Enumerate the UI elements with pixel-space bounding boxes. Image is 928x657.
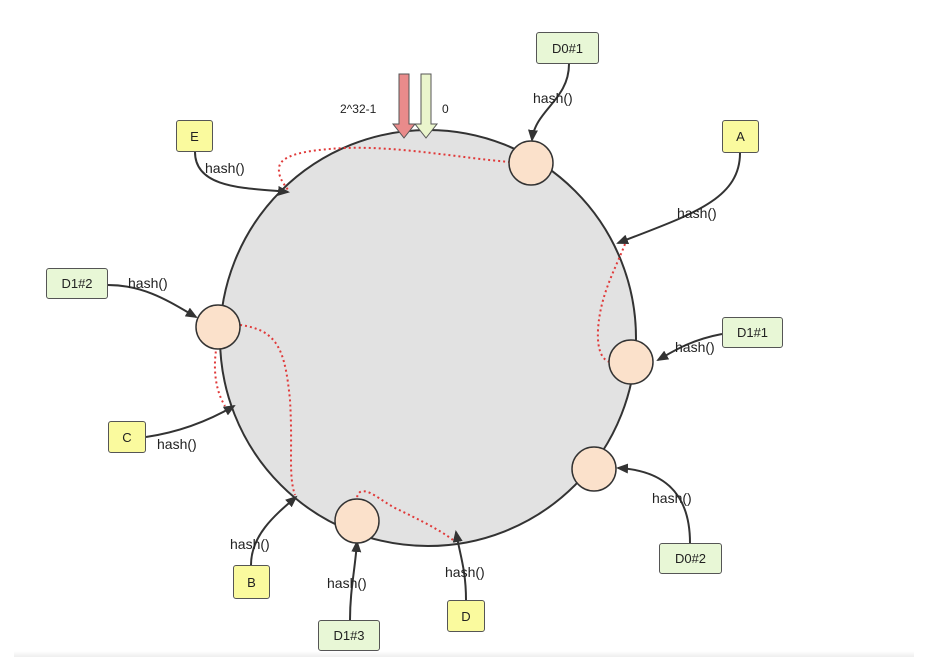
route-a-to-d1-1 <box>596 243 626 363</box>
node-box-d1-3: D1#3 <box>318 620 380 651</box>
ring-point-d1-3 <box>334 498 380 544</box>
zero-marker-arrow <box>413 73 439 139</box>
hash-label-d1-2: hash() <box>128 275 168 291</box>
arrow-a <box>616 152 741 245</box>
node-box-d1-1: D1#1 <box>722 317 783 348</box>
hash-label-d1-1: hash() <box>675 339 715 355</box>
route-d-to-d1-3 <box>356 490 454 541</box>
key-box-d: D <box>447 600 485 632</box>
arrow-d0-2 <box>616 463 691 544</box>
ring-point-d1-2 <box>195 304 241 350</box>
ring-point-d1-1 <box>608 339 654 385</box>
node-box-d0-1: D0#1 <box>536 32 599 64</box>
hash-label-c: hash() <box>157 436 197 452</box>
arrow-d1-2 <box>107 284 198 318</box>
hash-label-d1-3: hash() <box>327 575 367 591</box>
arrow-b <box>250 495 298 566</box>
hash-label-b: hash() <box>230 536 270 552</box>
hash-label-e: hash() <box>205 160 245 176</box>
arrow-d <box>452 530 467 601</box>
arrow-d1-3 <box>349 540 362 621</box>
hash-label-d0-1: hash() <box>533 90 573 106</box>
ring-max-label: 2^32-1 <box>340 102 377 116</box>
key-box-a: A <box>722 120 759 153</box>
key-box-b: B <box>233 565 270 599</box>
arrow-e <box>194 151 290 196</box>
ring-zero-label: 0 <box>442 102 449 116</box>
arrow-c <box>145 404 236 438</box>
arrow-d0-1 <box>528 63 570 142</box>
node-box-d1-2: D1#2 <box>46 268 108 299</box>
key-box-c: C <box>108 421 146 453</box>
hash-arrows <box>107 63 741 621</box>
hash-label-d0-2: hash() <box>652 490 692 506</box>
node-points <box>195 140 654 544</box>
hash-label-d: hash() <box>445 564 485 580</box>
hash-label-a: hash() <box>677 205 717 221</box>
route-b-to-d1-2 <box>239 324 296 496</box>
bottom-edge-shadow <box>14 651 914 657</box>
node-box-d0-2: D0#2 <box>659 543 722 574</box>
arrow-d1-1 <box>656 333 723 361</box>
ring-point-d0-2 <box>571 446 617 492</box>
ring-start-markers <box>391 73 439 139</box>
route-e-to-d0-1 <box>277 146 511 191</box>
max-marker-arrow <box>391 73 417 139</box>
ring-point-d0-1 <box>508 140 554 186</box>
key-box-e: E <box>176 120 213 152</box>
